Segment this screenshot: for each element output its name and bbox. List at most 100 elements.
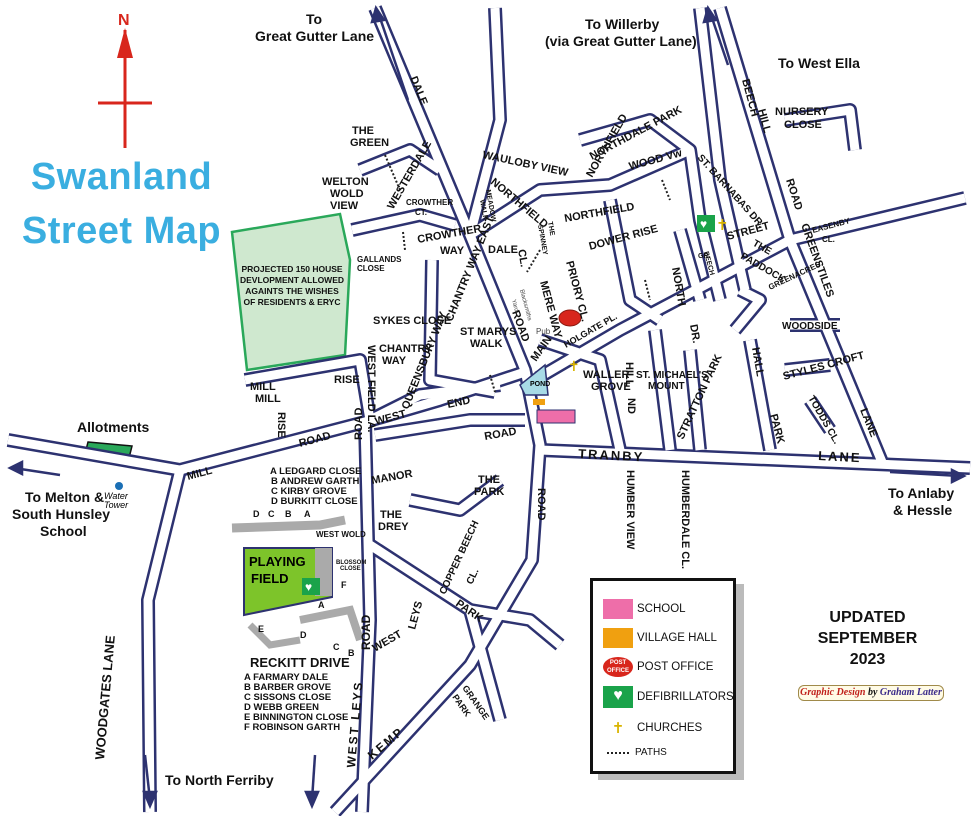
- svg-text:CLOSE: CLOSE: [784, 119, 822, 131]
- svg-text:DEVLOPMENT ALLOWED: DEVLOPMENT ALLOWED: [240, 275, 344, 285]
- svg-text:GALLANDS: GALLANDS: [357, 255, 402, 264]
- svg-text:D BURKITT CLOSE: D BURKITT CLOSE: [271, 496, 358, 507]
- svg-text:WEST FIELD LA.: WEST FIELD LA.: [365, 345, 377, 432]
- west-wold-closes-list: A LEDGARD CLOSE B ANDREW GARTH C KIRBY G…: [270, 466, 361, 507]
- svg-text:MILL: MILL: [250, 381, 276, 393]
- church-icon: ✝: [611, 720, 625, 737]
- direction-arrows: [7, 5, 967, 810]
- svg-text:THE: THE: [478, 474, 500, 486]
- direction-label: To West Ella: [778, 55, 860, 71]
- svg-text:CT.: CT.: [415, 208, 427, 217]
- defibrillator-icon: [697, 215, 715, 232]
- svg-text:GREEN: GREEN: [350, 137, 389, 149]
- updated-line: SEPTEMBER: [817, 630, 918, 647]
- svg-text:A: A: [318, 600, 325, 610]
- svg-text:GROVE: GROVE: [591, 381, 631, 393]
- svg-text:A: A: [304, 509, 311, 519]
- svg-text:RISE: RISE: [334, 374, 360, 386]
- road-network: ♥ ✝ ✝ ♥: [6, 5, 971, 816]
- direction-label: To North Ferriby: [165, 772, 274, 788]
- north-arrow-icon: N: [98, 12, 152, 148]
- svg-text:CROWTHER: CROWTHER: [406, 198, 453, 207]
- playing-field-label: FIELD: [251, 571, 289, 586]
- svg-text:WEST WOLD: WEST WOLD: [316, 530, 366, 539]
- legend-label: POST OFFICE: [637, 661, 714, 673]
- svg-text:NORTHFIELD: NORTHFIELD: [563, 201, 635, 225]
- svg-text:PARK: PARK: [474, 486, 504, 498]
- svg-text:WAY: WAY: [440, 245, 465, 257]
- church-icon: ✝: [716, 217, 729, 234]
- svg-text:B ANDREW GARTH: B ANDREW GARTH: [271, 476, 359, 487]
- svg-text:C SISSONS CLOSE: C SISSONS CLOSE: [244, 692, 331, 703]
- svg-text:CL.: CL.: [515, 248, 530, 268]
- direction-label: To Willerby: [585, 16, 660, 32]
- svg-text:WOLD: WOLD: [330, 188, 364, 200]
- svg-text:WAY: WAY: [382, 355, 407, 367]
- svg-text:E BINNINGTON CLOSE: E BINNINGTON CLOSE: [244, 712, 348, 723]
- defibrillator-icon: ♥: [603, 686, 633, 708]
- map-title-line: Swanland: [30, 156, 213, 198]
- direction-label: To Anlaby: [888, 485, 954, 501]
- svg-text:DREY: DREY: [378, 521, 409, 533]
- svg-text:LANE: LANE: [818, 448, 862, 465]
- svg-text:RECKITT DRIVE: RECKITT DRIVE: [250, 655, 350, 670]
- legend-label: DEFIBRILLATORS: [637, 691, 734, 703]
- legend-label: CHURCHES: [637, 722, 703, 734]
- svg-text:WELTON: WELTON: [322, 176, 369, 188]
- close-letter-markers: AB CD AB CD EF: [253, 509, 355, 658]
- svg-text:F ROBINSON GARTH: F ROBINSON GARTH: [244, 722, 340, 733]
- updated-notice: UPDATED SEPTEMBER 2023: [800, 607, 935, 670]
- post-office-icon: [558, 309, 582, 327]
- svg-text:CL.: CL.: [822, 235, 835, 244]
- svg-text:B BARBER GROVE: B BARBER GROVE: [244, 682, 331, 693]
- pond-label: POND: [530, 381, 550, 388]
- svg-text:HUMBERDALE CL.: HUMBERDALE CL.: [679, 470, 691, 569]
- svg-text:HALL: HALL: [749, 346, 766, 377]
- svg-text:ROAD: ROAD: [535, 488, 547, 520]
- village-hall-building: [533, 399, 545, 405]
- design-credit: Graphic Design by Graham Latter: [798, 685, 944, 701]
- svg-text:ST MARYS: ST MARYS: [460, 326, 516, 338]
- credit-text: Graphic Design: [800, 687, 866, 698]
- legend-churches: ✝ CHURCHES: [603, 719, 702, 737]
- svg-text:GR.: GR.: [698, 253, 711, 260]
- updated-line: 2023: [849, 651, 886, 668]
- svg-text:ROAD: ROAD: [359, 614, 373, 650]
- legend-village-hall: VILLAGE HALL: [603, 628, 717, 648]
- legend-defibrillators: ♥ DEFIBRILLATORS: [603, 686, 734, 708]
- direction-label: (via Great Gutter Lane): [545, 33, 697, 49]
- legend-label: PATHS: [635, 747, 667, 758]
- school-building: [536, 409, 576, 424]
- svg-text:SYKES CLOSE: SYKES CLOSE: [373, 315, 451, 327]
- svg-text:RISE: RISE: [275, 412, 287, 438]
- svg-text:NURSERY: NURSERY: [775, 106, 829, 118]
- svg-text:WOODGATES LANE: WOODGATES LANE: [92, 634, 118, 760]
- blacksmiths-yard-label: Yard: [510, 299, 519, 312]
- development-label: PROJECTED 150 HOUSE DEVLOPMENT ALLOWED A…: [240, 264, 344, 307]
- svg-text:CL.: CL.: [465, 567, 482, 586]
- legend-paths: PATHS: [603, 747, 667, 758]
- svg-text:ROAD: ROAD: [483, 426, 517, 443]
- svg-text:THE: THE: [380, 509, 402, 521]
- svg-text:WALK: WALK: [470, 338, 502, 350]
- svg-text:F: F: [341, 580, 347, 590]
- svg-text:AGAINTS THE WISHES: AGAINTS THE WISHES: [245, 286, 339, 296]
- svg-text:CLOSE: CLOSE: [340, 566, 361, 572]
- svg-text:D: D: [300, 630, 307, 640]
- svg-text:ROAD: ROAD: [353, 408, 365, 440]
- direction-label: South Hunsley: [12, 506, 110, 522]
- water-tower-label: Tower: [104, 500, 129, 510]
- village-hall-swatch: [603, 628, 633, 648]
- svg-text:PROJECTED 150 HOUSE: PROJECTED 150 HOUSE: [241, 264, 342, 274]
- svg-text:LEYS: LEYS: [406, 600, 425, 631]
- direction-label: & Hessle: [893, 502, 952, 518]
- defibrillator-icon: [302, 578, 320, 595]
- allotments-label: Allotments: [77, 419, 150, 435]
- pub-label: Pub: [536, 327, 551, 336]
- water-tower-label: Water: [104, 491, 129, 501]
- svg-text:ST. MICHAEL'S: ST. MICHAEL'S: [636, 370, 708, 381]
- svg-text:A FARMARY DALE: A FARMARY DALE: [244, 672, 328, 683]
